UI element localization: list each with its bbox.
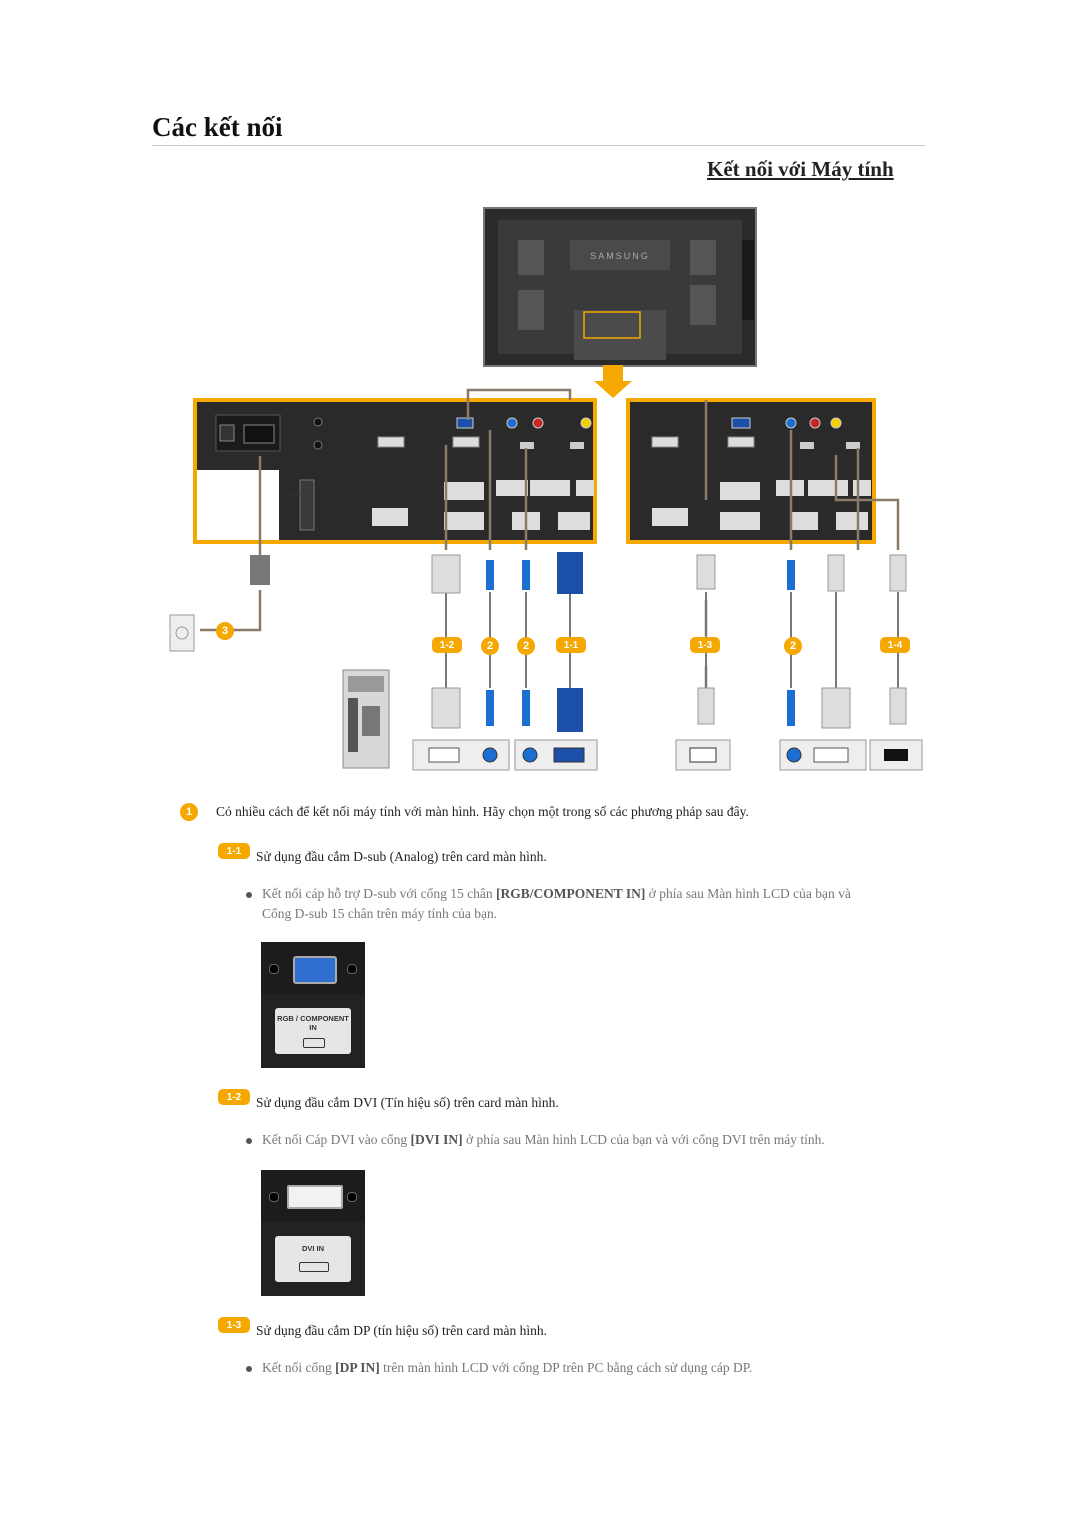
rgb-port-closeup: RGB / COMPONENT IN — [261, 942, 365, 1068]
left-panel-illustration: EXT IN — [193, 398, 597, 544]
pc-tower-illustration — [342, 669, 390, 769]
section-1-1-bullet: Kết nối cáp hỗ trợ D-sub với cổng 15 châ… — [262, 886, 851, 901]
section-subtitle: Kết nối với Máy tính — [707, 157, 894, 181]
rgb-port-label: RGB / COMPONENT IN — [277, 1014, 349, 1032]
svg-text:IN: IN — [292, 518, 297, 523]
section-1-3-heading: Sử dụng đầu cắm DP (tín hiệu số) trên ca… — [256, 1323, 548, 1338]
monitor-back-illustration: SAMSUNG — [483, 207, 757, 367]
dvi-port-label: DVI IN — [301, 1244, 325, 1253]
vga-port-icon — [293, 956, 337, 984]
badge-2b: 2 — [517, 637, 535, 655]
section-1-2-bullet: Kết nối Cáp DVI vào cổng [DVI IN] ở phía… — [262, 1132, 825, 1147]
bullet-dot — [246, 892, 252, 898]
badge-1-4: 1-4 — [880, 637, 910, 653]
section-1-1-bullet-line2: Cổng D-sub 15 chân trên máy tính của bạn… — [262, 906, 498, 921]
badge-1-3: 1-3 — [690, 637, 720, 653]
intro-text: Có nhiều cách để kết nối máy tính với mà… — [216, 804, 749, 819]
wall-socket — [169, 614, 195, 652]
section-1-1-badge: 1-1 — [218, 843, 250, 859]
badge-2c: 2 — [784, 637, 802, 655]
section-1-3-bullet: Kết nối cổng [DP IN] trên màn hình LCD v… — [262, 1360, 753, 1375]
badge-2a: 2 — [481, 637, 499, 655]
connection-diagram: SAMSUNG EXT IN — [169, 207, 923, 771]
bullet-dot — [246, 1138, 252, 1144]
dvi-port-closeup: DVI IN — [261, 1170, 365, 1296]
intro-badge: 1 — [180, 803, 198, 821]
power-plug — [250, 555, 270, 585]
section-1-3-badge: 1-3 — [218, 1317, 250, 1333]
down-arrow-icon — [594, 365, 632, 398]
badge-1-2: 1-2 — [432, 637, 462, 653]
section-1-1-heading: Sử dụng đầu cắm D-sub (Analog) trên card… — [256, 849, 547, 864]
dvi-port-icon — [287, 1185, 343, 1209]
badge-1-1: 1-1 — [556, 637, 586, 653]
badge-3: 3 — [216, 622, 234, 640]
page-title: Các kết nối — [152, 112, 283, 142]
bullet-dot — [246, 1366, 252, 1372]
svg-text:EXT: EXT — [292, 492, 301, 497]
section-1-2-heading: Sử dụng đầu cắm DVI (Tín hiệu số) trên c… — [256, 1095, 559, 1110]
right-panel-illustration — [626, 398, 876, 544]
title-divider — [152, 145, 925, 146]
section-1-2-badge: 1-2 — [218, 1089, 250, 1105]
brand-text: SAMSUNG — [590, 251, 650, 261]
